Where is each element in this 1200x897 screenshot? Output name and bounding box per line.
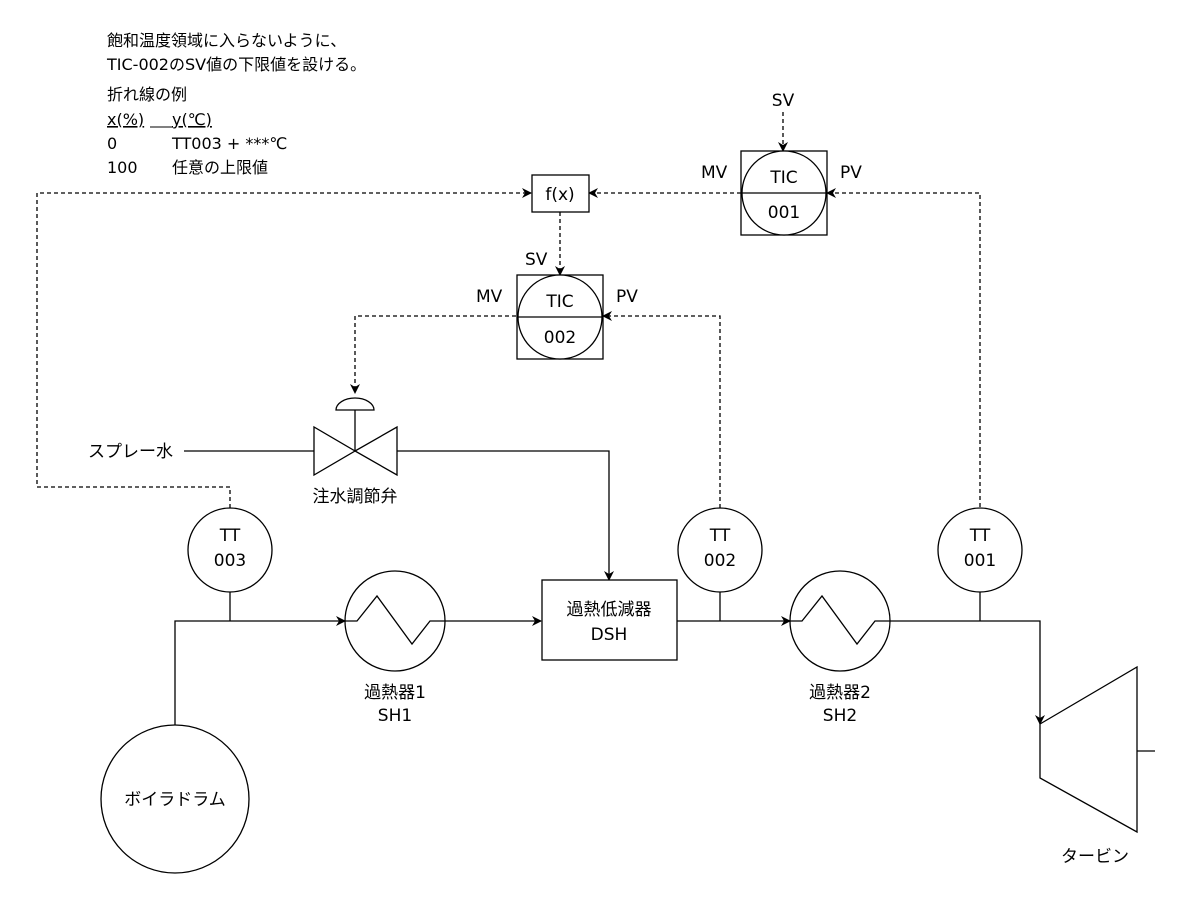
valve-to-dsh-pipe [397, 450, 614, 581]
superheater-1[interactable] [344, 570, 446, 672]
valve-label: 注水調節弁 [313, 487, 398, 507]
sh1-name: 過熱器1 [364, 683, 426, 703]
tic-001-controller[interactable]: TIC 001 [740, 150, 828, 236]
turbine[interactable] [1039, 665, 1138, 834]
tic002-sv-label: SV [525, 250, 548, 270]
sh1-code: SH1 [378, 706, 412, 726]
tt001-number: 001 [964, 551, 996, 571]
turbine-label: タービン [1061, 847, 1129, 867]
tt-002-transmitter[interactable]: TT 002 [677, 507, 763, 593]
column-header-y: y(℃) [172, 110, 212, 129]
dsh-name: 過熱低減器 [567, 600, 652, 620]
boiler-drum[interactable]: ボイラドラム [100, 724, 250, 874]
function-block-label: f(x) [545, 185, 574, 205]
column-header-x: x(%) [107, 110, 144, 129]
tic001-number: 001 [768, 203, 800, 223]
tt002-to-tic002-pv-signal [602, 311, 721, 508]
sh2-to-turbine-pipe [890, 620, 1045, 725]
tt001-tag: TT [969, 526, 991, 546]
tic002-mv-to-valve-signal [350, 315, 516, 394]
tt003-number: 003 [214, 551, 246, 571]
tt-001-transmitter[interactable]: TT 001 [937, 507, 1023, 593]
tt002-tag: TT [709, 526, 731, 546]
tic001-sv-label: SV [772, 91, 795, 111]
design-note: 飽和温度領域に入らないように、 TIC-002のSV値の下限値を設ける。 折れ線… [106, 31, 366, 177]
tt003-to-fx-signal [36, 188, 532, 508]
note-line-2: TIC-002のSV値の下限値を設ける。 [106, 55, 366, 74]
row2-y-value: 任意の上限値 [172, 158, 268, 177]
sh2-coil-icon [790, 594, 890, 646]
tt003-tag: TT [219, 526, 241, 546]
tt002-number: 002 [704, 551, 736, 571]
tic002-mv-label: MV [476, 287, 503, 307]
sh2-code: SH2 [823, 706, 857, 726]
spray-control-valve[interactable] [313, 397, 398, 477]
tt-003-transmitter[interactable]: TT 003 [187, 507, 273, 593]
polyline-example-title: 折れ線の例 [107, 85, 187, 104]
sh1-coil-icon [345, 594, 445, 646]
row1-x-value: 0 [107, 134, 117, 153]
tic002-number: 002 [544, 328, 576, 348]
signal-lines [36, 112, 981, 521]
process-piping [174, 450, 1155, 752]
tic001-tag: TIC [769, 168, 797, 188]
tic-002-controller[interactable]: TIC 002 [516, 274, 604, 360]
function-block[interactable]: f(x) [531, 174, 590, 213]
drum-to-sh1-pipe [174, 616, 346, 725]
spray-water-label: スプレー水 [88, 442, 173, 462]
boiler-drum-label: ボイラドラム [124, 790, 226, 810]
note-line-1: 飽和温度領域に入らないように、 [107, 31, 346, 50]
tic002-tag: TIC [545, 292, 573, 312]
row2-x-value: 100 [107, 158, 138, 177]
superheater-2[interactable] [789, 570, 891, 672]
tic002-pv-label: PV [616, 287, 638, 307]
desuperheater[interactable]: 過熱低減器 DSH [541, 579, 678, 661]
tic001-mv-label: MV [701, 163, 728, 183]
row1-y-value: TT003 + ***℃ [171, 134, 287, 153]
tt001-to-tic001-pv-signal [826, 188, 981, 521]
dsh-code: DSH [591, 625, 628, 645]
tic001-pv-label: PV [840, 163, 862, 183]
sh2-name: 過熱器2 [809, 683, 871, 703]
